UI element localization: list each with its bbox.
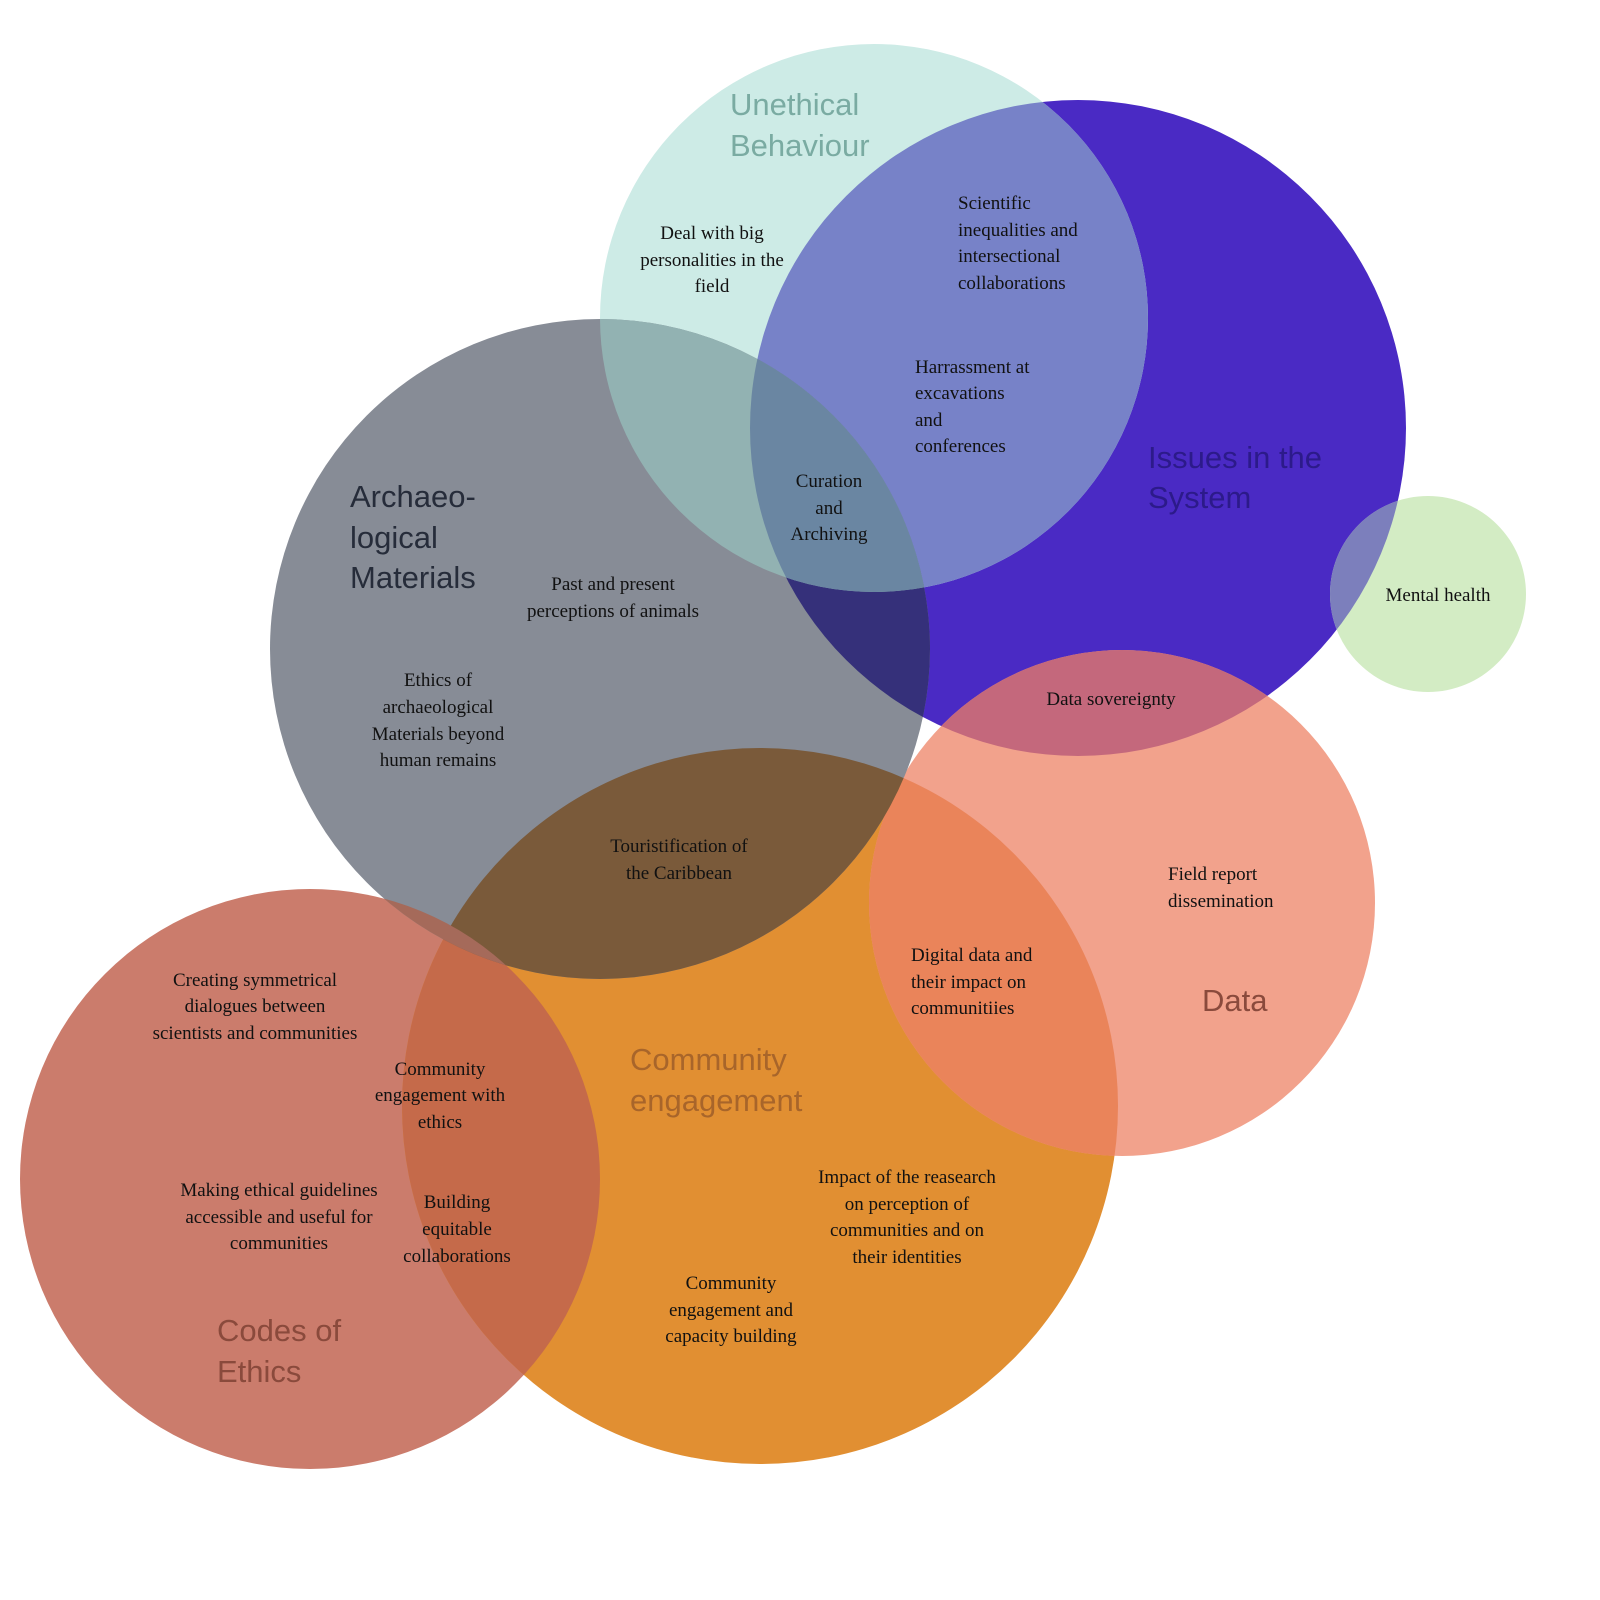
item-harrassment: Harrassment at excavations and conferenc… (915, 357, 1030, 457)
item-line: dialogues between (185, 996, 326, 1017)
item-mental-health: Mental health (1386, 585, 1491, 606)
label-archaeological-materials: Archaeo- logical Materials (350, 479, 476, 595)
item-line: and (815, 498, 843, 519)
item-line: Field report (1168, 864, 1258, 885)
item-line: Data sovereignty (1046, 689, 1176, 710)
item-community-ethics: Community engagement with ethics (375, 1059, 506, 1133)
item-digital-data: Digital data and their impact on communi… (911, 945, 1033, 1019)
item-equitable-collaborations: Building equitable collaborations (403, 1192, 511, 1267)
item-line: excavations (915, 383, 1005, 404)
label-line: Unethical (730, 87, 859, 122)
item-line: equitable (422, 1219, 492, 1240)
item-line: their identities (852, 1247, 961, 1268)
item-line: Touristification of (610, 836, 748, 857)
item-line: Harrassment at (915, 357, 1030, 378)
item-curation-archiving: Curation and Archiving (790, 471, 868, 545)
item-line: communitiies (911, 998, 1014, 1019)
item-line: human remains (380, 750, 497, 771)
item-line: dissemination (1168, 891, 1274, 912)
item-line: communities (230, 1233, 328, 1254)
item-line: engagement and (669, 1300, 793, 1321)
item-line: Community (395, 1059, 486, 1080)
item-ethical-guidelines: Making ethical guidelines accessible and… (180, 1180, 377, 1254)
item-line: the Caribbean (626, 863, 733, 884)
item-line: Archiving (790, 524, 868, 545)
item-symmetrical-dialogues: Creating symmetrical dialogues between s… (153, 970, 358, 1044)
label-data: Data (1202, 983, 1268, 1018)
label-line: Codes of (217, 1313, 341, 1348)
overlap-archaeological-unethical (600, 319, 930, 592)
item-ethics-materials: Ethics of archaeological Materials beyon… (372, 670, 505, 771)
item-touristification: Touristification of the Caribbean (610, 836, 748, 884)
overlap-archaeological-issues (750, 319, 930, 756)
item-line: Digital data and (911, 945, 1033, 966)
label-issues-in-the-system: Issues in the System (1148, 440, 1322, 515)
item-line: personalities in the (640, 250, 784, 271)
item-line: collaborations (958, 273, 1066, 294)
label-line: Ethics (217, 1354, 301, 1389)
overlap-unethical-issues (750, 100, 1148, 592)
item-line: collaborations (403, 1246, 511, 1267)
item-line: Building (424, 1192, 491, 1213)
item-line: on perception of (845, 1194, 970, 1215)
item-line: capacity building (665, 1326, 797, 1347)
label-line: Data (1202, 983, 1268, 1018)
item-line: Creating symmetrical (173, 970, 337, 991)
item-line: Impact of the reasearch (818, 1167, 996, 1188)
label-unethical-behaviour: Unethical Behaviour (730, 87, 870, 163)
overlap-archaeological-community (402, 748, 930, 979)
label-line: engagement (630, 1083, 803, 1118)
label-codes-of-ethics: Codes of Ethics (217, 1313, 341, 1389)
item-scientific-inequalities: Scientific inequalities and intersection… (958, 193, 1078, 294)
item-line: engagement with (375, 1085, 506, 1106)
item-line: Scientific (958, 193, 1031, 214)
item-field-report: Field report dissemination (1168, 864, 1274, 912)
label-line: Materials (350, 560, 476, 595)
item-line: Community (686, 1273, 777, 1294)
item-line: their impact on (911, 972, 1027, 993)
item-impact-research: Impact of the reasearch on perception of… (818, 1167, 996, 1268)
item-line: Curation (796, 471, 863, 492)
item-line: and (915, 410, 943, 431)
item-line: Materials beyond (372, 724, 505, 745)
item-line: Ethics of (404, 670, 473, 691)
item-line: field (695, 276, 730, 297)
item-line: Past and present (551, 574, 675, 595)
item-perceptions-animals: Past and present perceptions of animals (527, 574, 699, 622)
label-community-engagement: Community engagement (630, 1042, 803, 1118)
item-line: Deal with big (660, 223, 764, 244)
item-line: archaeological (383, 697, 494, 718)
label-line: logical (350, 520, 438, 555)
item-line: conferences (915, 436, 1006, 457)
item-capacity-building: Community engagement and capacity buildi… (665, 1273, 797, 1347)
item-line: inequalities and (958, 220, 1078, 241)
item-line: Making ethical guidelines (180, 1180, 377, 1201)
item-line: communities and on (830, 1220, 985, 1241)
item-line: perceptions of animals (527, 601, 699, 622)
item-line: intersectional (958, 246, 1060, 267)
label-line: Behaviour (730, 128, 870, 163)
item-big-personalities: Deal with big personalities in the field (640, 223, 784, 297)
item-line: Mental health (1386, 585, 1491, 606)
item-line: scientists and communities (153, 1023, 358, 1044)
label-line: Archaeo- (350, 479, 476, 514)
label-line: System (1148, 480, 1251, 515)
item-data-sovereignty: Data sovereignty (1046, 689, 1176, 710)
item-line: ethics (418, 1112, 462, 1133)
item-line: accessible and useful for (185, 1207, 373, 1228)
label-line: Issues in the (1148, 440, 1322, 475)
label-line: Community (630, 1042, 787, 1077)
